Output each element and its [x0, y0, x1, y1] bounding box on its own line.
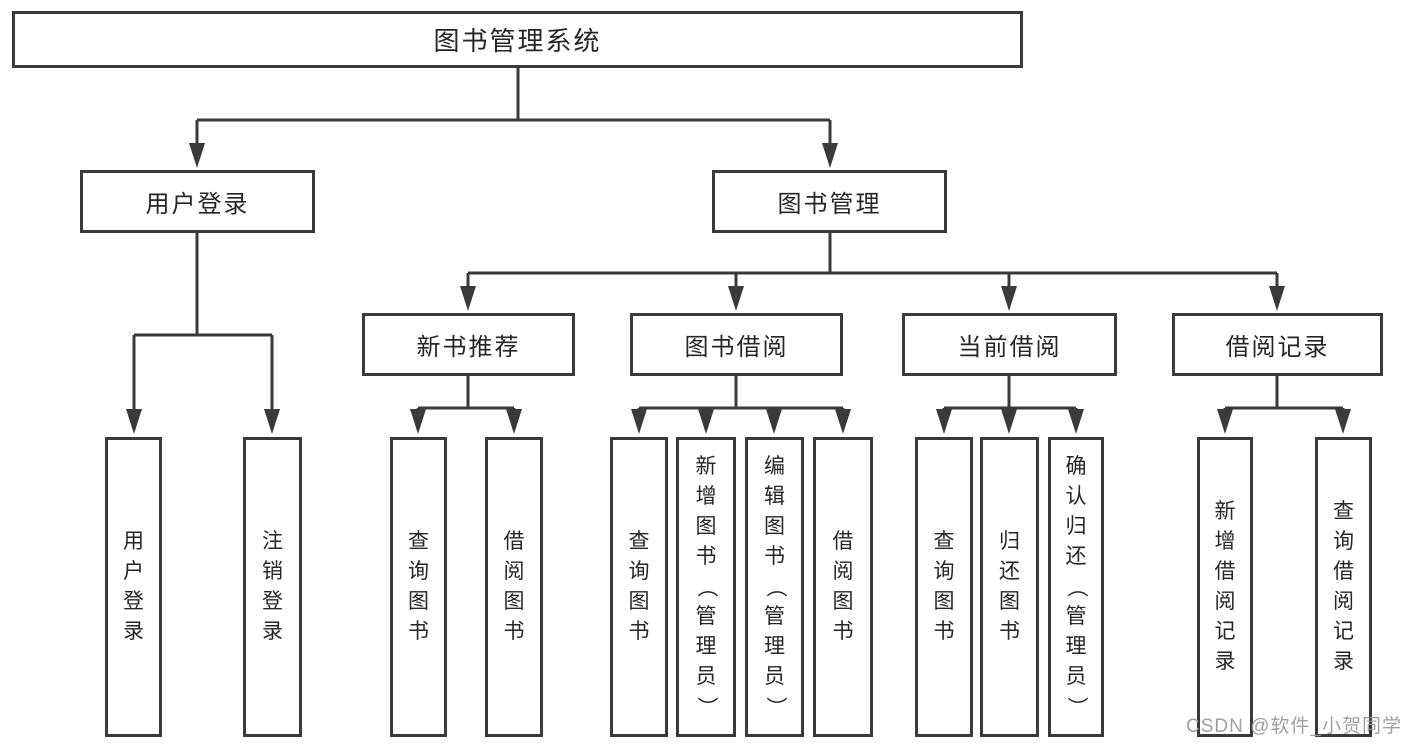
leaf-borrow-books-2-label: 借阅图书 — [832, 530, 854, 643]
arrow-b1 — [410, 409, 426, 434]
leaf-query-books-3: 查询图书 — [915, 437, 973, 737]
arrow-d1 — [936, 409, 952, 434]
leaf-user-login: 用户登录 — [105, 437, 162, 737]
leaf-edit-books-admin: 编辑图书（管理员） — [745, 437, 804, 737]
leaf-edit-books-admin-label: 编辑图书（管理员） — [763, 455, 787, 718]
arrow-b2 — [506, 409, 522, 434]
leaf-logout: 注销登录 — [243, 437, 302, 737]
arrow-d3 — [1068, 409, 1084, 434]
arrowheads — [126, 143, 1351, 434]
leaf-query-books-1: 查询图书 — [390, 437, 447, 737]
arrow-c1 — [631, 409, 647, 434]
node-new-book-recommend: 新书推荐 — [362, 313, 575, 376]
node-root: 图书管理系统 — [12, 11, 1023, 68]
arrow-new-book — [460, 286, 476, 311]
leaf-return-books: 归还图书 — [980, 437, 1039, 737]
node-new-book-recommend-label: 新书推荐 — [416, 334, 521, 361]
node-borrow-records-label: 借阅记录 — [1225, 334, 1330, 361]
arrow-d2 — [1001, 409, 1017, 434]
node-book-borrow-label: 图书借阅 — [684, 334, 789, 361]
arrow-borrow-records — [1269, 286, 1285, 311]
leaf-confirm-return-admin: 确认归还（管理员） — [1048, 437, 1104, 737]
arrow-a1 — [126, 409, 142, 434]
arrow-book-borrow — [728, 286, 744, 311]
arrow-c4 — [835, 409, 851, 434]
leaf-borrow-books-1-label: 借阅图书 — [503, 530, 525, 643]
arrow-e2 — [1335, 409, 1351, 434]
node-user-login: 用户登录 — [80, 170, 315, 233]
leaf-logout-label: 注销登录 — [262, 530, 283, 643]
leaf-add-borrow-record-label: 新增借阅记录 — [1214, 500, 1236, 673]
arrow-current-borrow — [1001, 286, 1017, 311]
leaf-query-borrow-record-label: 查询借阅记录 — [1333, 500, 1354, 673]
leaf-borrow-books-1: 借阅图书 — [485, 437, 543, 737]
node-book-management-label: 图书管理 — [777, 191, 882, 218]
leaf-query-books-1-label: 查询图书 — [408, 530, 429, 643]
node-book-borrow: 图书借阅 — [630, 313, 843, 376]
leaf-confirm-return-admin-label: 确认归还（管理员） — [1065, 455, 1088, 718]
node-borrow-records: 借阅记录 — [1172, 313, 1383, 376]
node-root-label: 图书管理系统 — [433, 26, 602, 56]
leaf-query-borrow-record: 查询借阅记录 — [1315, 437, 1372, 737]
node-current-borrow: 当前借阅 — [902, 313, 1117, 376]
arrow-c2 — [698, 409, 714, 434]
leaf-add-books-admin-label: 新增图书（管理员） — [695, 455, 718, 718]
arrow-e1 — [1217, 409, 1233, 434]
leaf-borrow-books-2: 借阅图书 — [813, 437, 873, 737]
leaf-add-books-admin: 新增图书（管理员） — [676, 437, 736, 737]
arrow-user-login — [189, 143, 205, 168]
arrow-book-management — [822, 143, 838, 168]
leaf-query-books-2: 查询图书 — [610, 437, 668, 737]
node-current-borrow-label: 当前借阅 — [957, 334, 1062, 361]
leaf-user-login-label: 用户登录 — [123, 530, 144, 643]
arrow-a2 — [264, 409, 280, 434]
node-user-login-label: 用户登录 — [145, 191, 250, 218]
leaf-add-borrow-record: 新增借阅记录 — [1197, 437, 1253, 737]
leaf-return-books-label: 归还图书 — [999, 530, 1020, 643]
leaf-query-books-2-label: 查询图书 — [628, 530, 650, 643]
leaf-query-books-3-label: 查询图书 — [933, 530, 955, 643]
csdn-watermark: CSDN @软件_小贺同学 — [1186, 716, 1402, 737]
arrow-c3 — [766, 409, 782, 434]
node-book-management: 图书管理 — [712, 170, 947, 233]
